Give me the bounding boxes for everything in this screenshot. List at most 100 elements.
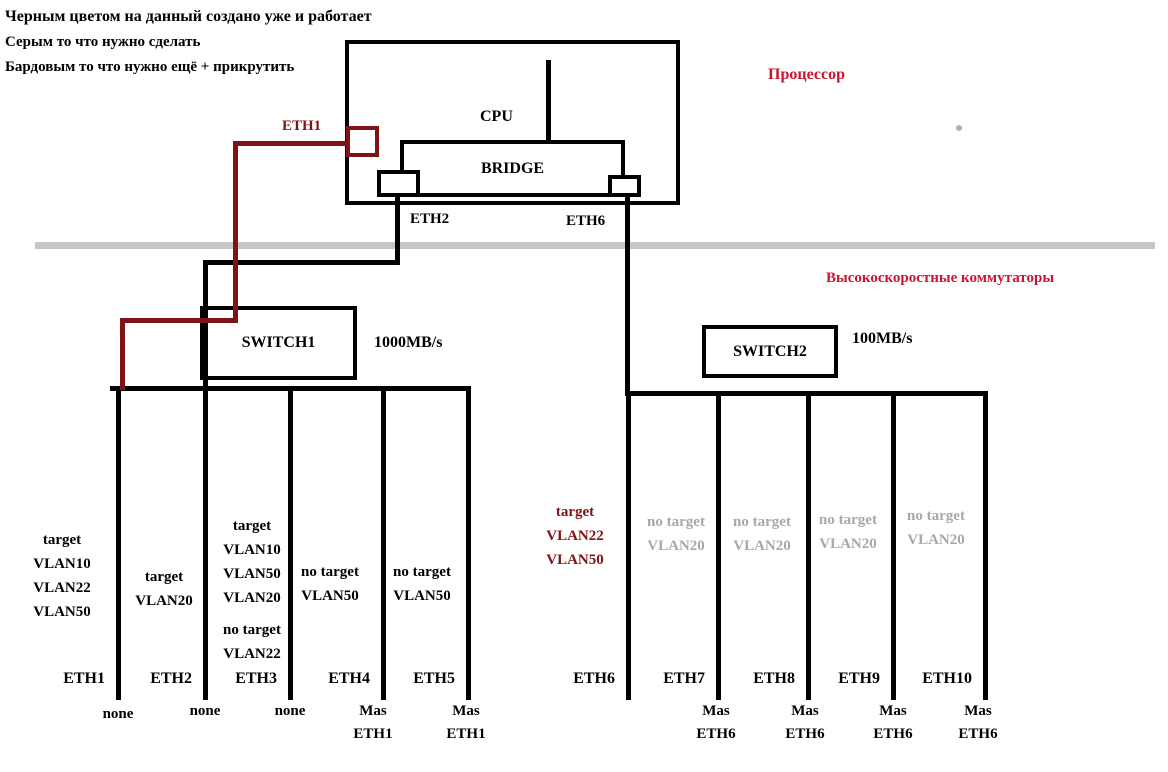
eth5-drop-line xyxy=(466,386,471,700)
cpu-eth1-label: ETH1 xyxy=(282,118,322,134)
annotation-line: VLAN20 xyxy=(647,538,705,554)
legend-line-maroon: Бардовым то что нужно ещё + прикрутить xyxy=(5,59,295,75)
bottom-line: none xyxy=(189,703,221,719)
switch1-speed: 1000MB/s xyxy=(374,334,443,351)
legend-line-gray: Серым то что нужно сделать xyxy=(5,34,201,50)
eth7-annotation: no target VLAN20 xyxy=(628,510,724,558)
switch2-speed: 100MB/s xyxy=(852,330,913,347)
switch1-box xyxy=(200,306,357,380)
annotation-line: no target xyxy=(733,514,791,530)
switch1-label: SWITCH1 xyxy=(241,334,316,351)
bottom-line: ETH6 xyxy=(873,726,913,742)
eth10-port-label: ETH10 xyxy=(922,670,972,687)
cpu-box xyxy=(345,40,680,205)
annotation-line: VLAN50 xyxy=(223,566,281,582)
eth2-port-square xyxy=(377,170,420,197)
annotation-line: VLAN50 xyxy=(33,604,91,620)
annotation-line: VLAN20 xyxy=(135,593,193,609)
eth3-drop-line xyxy=(288,386,293,700)
eth9-annotation: no target VLAN20 xyxy=(800,508,896,556)
eth1-port-label: ETH1 xyxy=(63,670,105,687)
eth8-drop-line xyxy=(806,391,811,700)
switch2-label: SWITCH2 xyxy=(733,342,807,360)
eth8-bottom-label: Mas ETH6 xyxy=(757,700,853,746)
switch2-box xyxy=(702,325,838,378)
eth3-annotation: target VLAN10 VLAN50 VLAN20 no target VL… xyxy=(204,514,300,666)
bottom-line: Mas xyxy=(964,703,992,719)
eth2-port-label: ETH2 xyxy=(150,670,192,687)
bottom-line: none xyxy=(274,703,306,719)
eth4-bottom-label: Mas ETH1 xyxy=(325,700,421,746)
eth7-bottom-label: Mas ETH6 xyxy=(668,700,764,746)
eth2-wire-drop xyxy=(395,189,400,265)
eth5-bottom-label: Mas ETH1 xyxy=(418,700,514,746)
eth5-annotation: no target VLAN50 xyxy=(374,560,470,608)
annotation-line: VLAN50 xyxy=(546,552,604,568)
bottom-line: Mas xyxy=(702,703,730,719)
annotation-line: no target xyxy=(819,512,877,528)
annotation-line: VLAN20 xyxy=(819,536,877,552)
eth1-wire-horizontal-top xyxy=(233,141,348,146)
annotation-line: no target xyxy=(301,564,359,580)
cpu-label: CPU xyxy=(480,108,513,125)
annotation-line: target xyxy=(42,532,82,548)
annotation-line: target xyxy=(144,569,184,585)
annotation-line: no target xyxy=(393,564,451,580)
eth2-wire-vertical xyxy=(203,260,208,390)
annotation-line: VLAN22 xyxy=(546,528,604,544)
eth2-annotation: target VLAN20 xyxy=(116,565,212,613)
annotation-line: target xyxy=(232,518,272,534)
bottom-line: Mas xyxy=(452,703,480,719)
bridge-box xyxy=(400,140,625,197)
eth1-wire-drop xyxy=(120,318,125,390)
annotation-line: VLAN50 xyxy=(301,588,359,604)
eth1-annotation: target VLAN10 VLAN22 VLAN50 xyxy=(14,528,110,624)
divider-line xyxy=(35,242,1155,249)
eth2-wire-horizontal xyxy=(203,260,400,265)
eth3-port-label: ETH3 xyxy=(235,670,277,687)
eth8-annotation: no target VLAN20 xyxy=(714,510,810,558)
bottom-line: Mas xyxy=(791,703,819,719)
annotation-line: VLAN20 xyxy=(907,532,965,548)
eth2-bottom-label: none xyxy=(157,700,253,723)
eth10-bottom-label: Mas ETH6 xyxy=(930,700,1026,746)
bottom-line: ETH1 xyxy=(446,726,486,742)
switches-section-title: Высокоскоростные коммутаторы xyxy=(826,270,1055,286)
annotation-line: VLAN20 xyxy=(733,538,791,554)
annotation-line: VLAN50 xyxy=(393,588,451,604)
processor-section-title: Процессор xyxy=(768,66,845,83)
eth7-drop-line xyxy=(716,391,721,700)
eth6-port-label: ETH6 xyxy=(573,670,615,687)
annotation-line: target xyxy=(555,504,595,520)
eth9-drop-line xyxy=(891,391,896,700)
annotation-line: VLAN10 xyxy=(33,556,91,572)
eth10-annotation: no target VLAN20 xyxy=(888,504,984,552)
eth7-port-label: ETH7 xyxy=(663,670,705,687)
eth4-annotation: no target VLAN50 xyxy=(282,560,378,608)
cpu-eth6-label: ETH6 xyxy=(566,213,606,229)
eth9-port-label: ETH9 xyxy=(838,670,880,687)
legend-line-black: Черным цветом на данный создано уже и ра… xyxy=(5,8,372,25)
eth3-bottom-label: none xyxy=(242,700,338,723)
eth6-annotation: target VLAN22 VLAN50 xyxy=(527,500,623,572)
eth6-drop-line xyxy=(626,391,631,700)
eth6-port-square xyxy=(608,175,641,197)
bottom-line: Mas xyxy=(879,703,907,719)
eth8-port-label: ETH8 xyxy=(753,670,795,687)
annotation-line: VLAN20 xyxy=(223,590,281,606)
eth4-drop-line xyxy=(381,386,386,700)
bottom-line: ETH6 xyxy=(785,726,825,742)
eth1-drop-line xyxy=(116,386,121,700)
bottom-line: ETH1 xyxy=(353,726,393,742)
annotation-line: VLAN22 xyxy=(223,646,281,662)
annotation-line: VLAN22 xyxy=(33,580,91,596)
cpu-eth2-label: ETH2 xyxy=(410,211,450,227)
eth1-port-square xyxy=(346,126,379,157)
annotation-line: no target xyxy=(907,508,965,524)
annotation-line: no target xyxy=(223,622,281,638)
annotation-line: VLAN10 xyxy=(223,542,281,558)
eth1-wire-vertical xyxy=(233,141,238,323)
eth1-wire-horizontal-low xyxy=(120,318,238,323)
eth2-drop-line xyxy=(203,386,208,700)
